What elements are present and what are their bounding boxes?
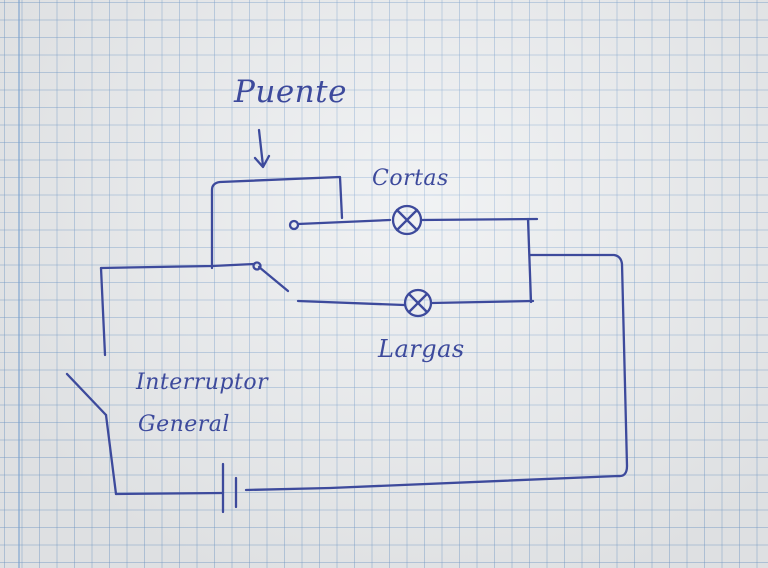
wire-cortas-right [419, 217, 539, 222]
changeover-lever [257, 265, 290, 293]
changeover-pivot [252, 261, 262, 271]
left-wire-lower [104, 413, 118, 496]
parallel-bus [526, 217, 533, 304]
top-wire [99, 262, 256, 270]
battery-icon [221, 462, 238, 514]
wire-cortas-left [296, 218, 392, 226]
bridge-arrow [253, 128, 271, 169]
left-wire-upper [99, 266, 107, 357]
return-wire [244, 253, 629, 492]
main-switch-lever [65, 372, 108, 417]
bridge-wire [210, 175, 344, 270]
wire-largas-left [296, 299, 406, 307]
label-cortas: Cortas [372, 166, 449, 191]
label-puente: Puente [234, 74, 347, 110]
lamp-largas-icon [403, 288, 433, 318]
battery-left-wire [114, 491, 225, 496]
label-largas: Largas [378, 335, 465, 363]
lamp-cortas-icon [391, 204, 423, 236]
paper-margin-line [18, 0, 20, 568]
wire-largas-right [429, 299, 535, 305]
contact-cortas [288, 219, 300, 231]
label-interruptor: Interruptor [136, 370, 269, 395]
label-general: General [138, 412, 230, 437]
